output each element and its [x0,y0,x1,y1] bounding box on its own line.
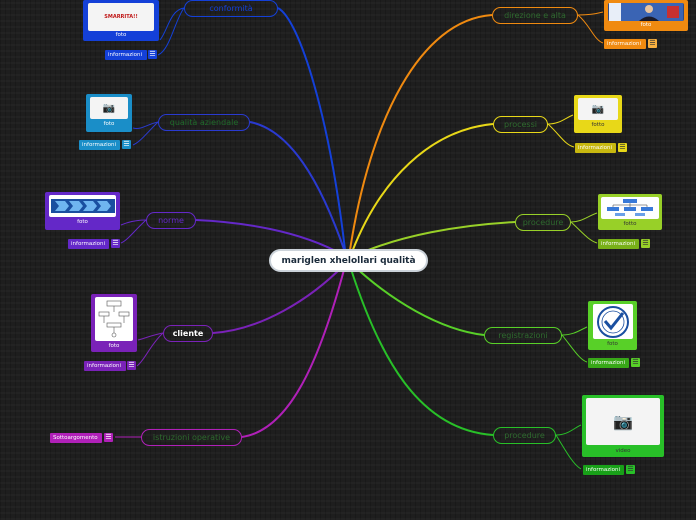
card-caption: foto [607,341,618,347]
photo-thumbnail: SMARRITA!! [88,3,154,31]
image-card-cliente[interactable]: foto [91,294,137,352]
image-text: SMARRITA!! [104,14,137,20]
menu-icon[interactable]: ☰ [631,358,640,367]
subtopic-label-istruzioni[interactable]: Sottoargomento [50,433,102,443]
topic-registrazioni[interactable]: registrazioni [484,327,562,344]
topic-norme[interactable]: norme [146,212,196,229]
card-caption: fotto [624,221,637,227]
topic-procedure[interactable]: procedure [515,214,571,231]
image-card-processi[interactable]: 📷 fotto [574,95,622,133]
process-flow-icon [51,197,115,215]
portrait-image [609,3,683,21]
topic-istruzioni-operative[interactable]: istruzioni operative [141,429,242,446]
card-caption: fotto [592,122,605,128]
link-direzione [350,15,492,250]
topic-procedure-video[interactable]: procedure [493,427,556,444]
topic-direzione-e-alta[interactable]: direzione e alta [492,7,578,24]
menu-icon[interactable]: ☰ [104,433,113,442]
menu-icon[interactable]: ☰ [148,50,157,59]
topic-conformita[interactable]: conformità [184,0,278,17]
video-camera-icon: 📷 [586,398,660,445]
video-card-procedure[interactable]: 📷 video [582,395,664,457]
menu-icon[interactable]: ☰ [122,140,131,149]
menu-icon[interactable]: ☰ [111,239,120,248]
image-card-qualita[interactable]: 📷 foto [86,94,132,132]
camera-icon: 📷 [578,98,618,120]
menu-icon[interactable]: ☰ [648,39,657,48]
link-processi [352,124,493,252]
image-card-procedure[interactable]: fotto [598,194,662,230]
topic-qualita-aziendale[interactable]: qualità aziendale [158,114,250,131]
info-label-procedure[interactable]: informazioni [598,239,639,249]
info-label-conformita[interactable]: informazioni [105,50,147,60]
image-card-direzione[interactable]: foto [604,0,688,31]
link-istruzioni [242,266,345,437]
info-label-qualita[interactable]: informazioni [79,140,120,150]
link-procedure2 [350,266,493,435]
link-conformita [278,8,345,250]
topic-cliente[interactable]: cliente [163,325,213,342]
link-cliente [213,264,345,333]
central-topic[interactable]: mariglen xhelollari qualità [269,249,428,272]
menu-icon[interactable]: ☰ [127,361,136,370]
card-caption: foto [77,219,88,225]
info-label-norme[interactable]: informazioni [68,239,109,249]
approved-seal-icon [595,305,631,339]
card-caption: foto [109,343,120,349]
info-label-cliente[interactable]: informazioni [84,361,126,371]
link-qualita [250,122,345,252]
norme-diagram-image [49,195,116,217]
card-caption: foto [641,22,652,28]
info-label-direzione[interactable]: informazioni [604,39,646,49]
flowchart-image [95,297,133,341]
menu-icon[interactable]: ☰ [618,143,627,152]
info-label-procedure-video[interactable]: informazioni [583,465,624,475]
card-caption: foto [116,32,127,38]
org-chart-image [601,197,659,219]
info-label-processi[interactable]: informazioni [575,143,616,153]
card-caption: video [615,448,630,454]
card-caption: foto [104,121,115,127]
flowchart-icon [97,299,131,339]
info-label-registrazioni[interactable]: informazioni [588,358,629,368]
image-card-registrazioni[interactable]: foto [588,301,637,350]
photo-thumbnail [608,3,684,21]
menu-icon[interactable]: ☰ [626,465,635,474]
topic-processi[interactable]: processi [493,116,548,133]
org-chart-icon [603,198,657,218]
approval-stamp-image [593,304,633,339]
image-card-conformita[interactable]: SMARRITA!! foto [83,0,159,41]
camera-icon: 📷 [90,97,128,119]
image-card-norme[interactable]: foto [45,192,120,230]
menu-icon[interactable]: ☰ [641,239,650,248]
